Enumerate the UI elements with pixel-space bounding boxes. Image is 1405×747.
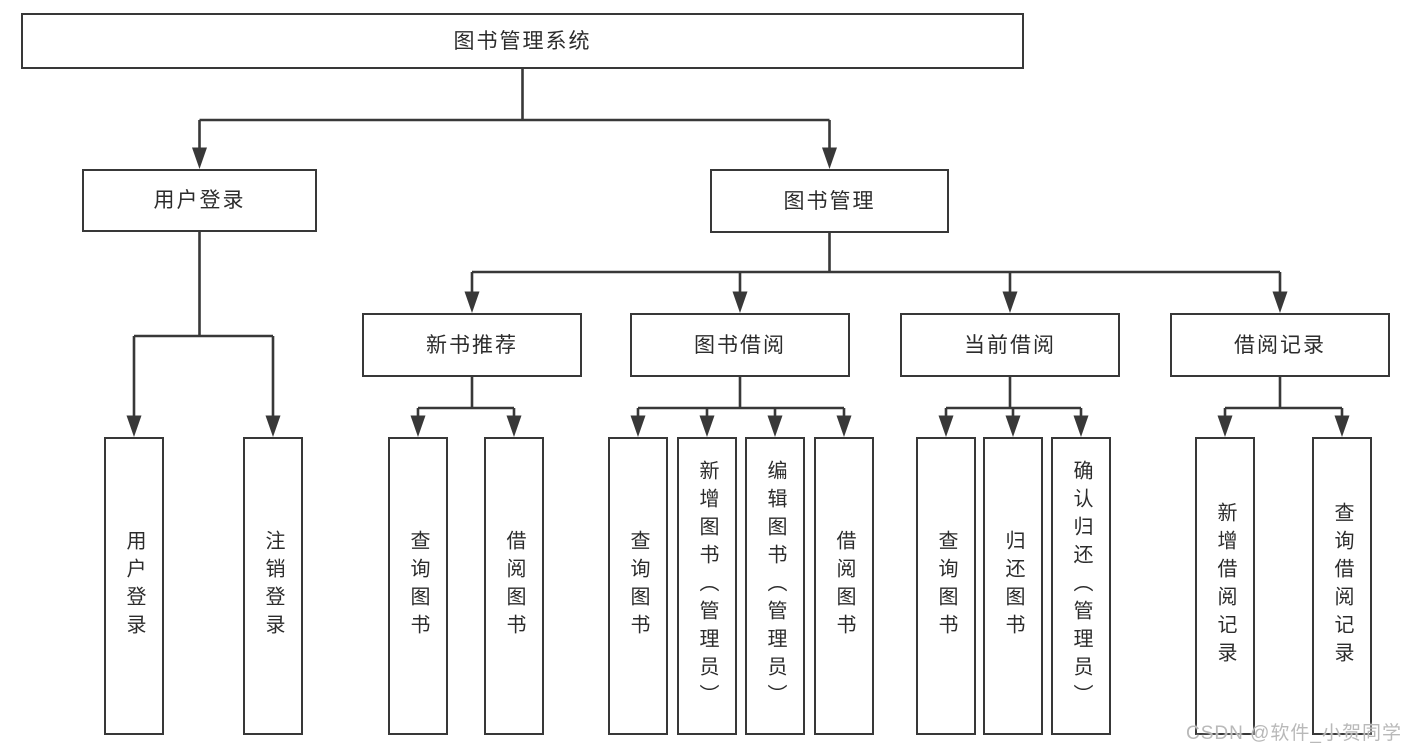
node-library-system: 图书管理系统 <box>21 13 1024 69</box>
arrowhead <box>1002 291 1018 313</box>
arrowhead <box>1272 291 1288 313</box>
leaf-return-books: 归还图书 <box>983 437 1043 735</box>
leaf-confirm-return-admin: 确认归还（管理员） <box>1051 437 1111 735</box>
arrowhead <box>836 415 852 437</box>
arrowhead <box>822 147 837 169</box>
arrowhead <box>265 415 281 437</box>
leaf-add-borrow-record: 新增借阅记录 <box>1195 437 1255 735</box>
leaf-query-books-3: 查询图书 <box>916 437 976 735</box>
arrowhead <box>732 291 748 313</box>
node-current-borrowing: 当前借阅 <box>900 313 1120 377</box>
leaf-query-books-1: 查询图书 <box>388 437 448 735</box>
leaf-add-book-admin: 新增图书（管理员） <box>677 437 737 735</box>
connector-newbook-to-leaves <box>416 377 516 416</box>
arrowhead <box>192 147 207 169</box>
arrowhead <box>938 415 954 437</box>
connector-records-to-leaves <box>1223 377 1344 416</box>
node-new-book-recommend: 新书推荐 <box>362 313 582 377</box>
leaf-user-login: 用户登录 <box>104 437 164 735</box>
connector-userlogin-to-leaves <box>132 232 275 416</box>
arrowhead <box>767 415 783 437</box>
arrowhead <box>1334 415 1350 437</box>
connector-bookmgmt-to-level3 <box>470 233 1282 292</box>
arrowhead <box>464 291 480 313</box>
connector-bookborrow-to-leaves <box>636 377 846 416</box>
leaf-borrow-books-1: 借阅图书 <box>484 437 544 735</box>
arrowhead <box>699 415 715 437</box>
arrowhead <box>630 415 646 437</box>
leaf-query-borrow-record: 查询借阅记录 <box>1312 437 1372 735</box>
node-book-borrowing: 图书借阅 <box>630 313 850 377</box>
arrowhead <box>1217 415 1233 437</box>
leaf-edit-book-admin: 编辑图书（管理员） <box>745 437 805 735</box>
connector-currentborrow-to-leaves <box>944 377 1083 416</box>
connector-root-to-level2 <box>198 69 831 148</box>
arrowhead <box>410 415 426 437</box>
node-book-management: 图书管理 <box>710 169 949 233</box>
arrowhead <box>126 415 142 437</box>
node-user-login: 用户登录 <box>82 169 317 232</box>
arrowhead <box>1005 415 1021 437</box>
leaf-query-books-2: 查询图书 <box>608 437 668 735</box>
node-borrow-records: 借阅记录 <box>1170 313 1390 377</box>
arrowhead <box>1073 415 1089 437</box>
csdn-watermark: CSDN @软件_小贺同学 <box>1186 723 1402 744</box>
leaf-borrow-books-2: 借阅图书 <box>814 437 874 735</box>
arrowhead <box>506 415 522 437</box>
leaf-logout: 注销登录 <box>243 437 303 735</box>
